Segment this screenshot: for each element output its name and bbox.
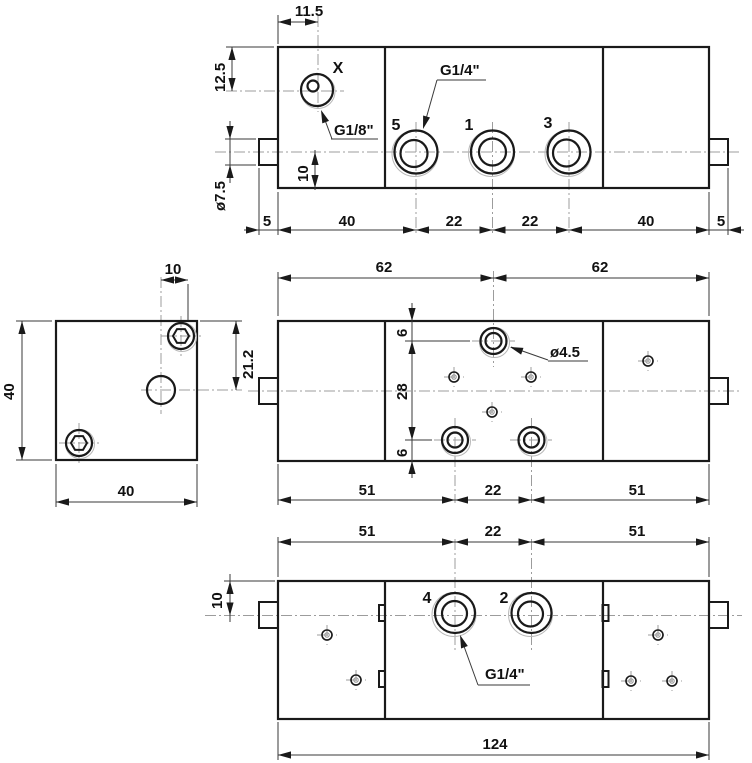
- dim-51-right-bottom-view: 51: [629, 523, 646, 540]
- bottom-right-tab: [708, 601, 729, 629]
- clamp-slots: [378, 604, 610, 688]
- dim-22-a: 22: [446, 213, 463, 230]
- front-right-tab: [708, 138, 729, 166]
- thread-g14-label-front: G1/4": [440, 62, 480, 79]
- front-view-texts: 11.5 12.5 ø7.5 10 5 40 22 22 40 5 X G1/8…: [212, 3, 725, 230]
- bottom-view: 51 22 51 10 4 2 G1/4" 124: [205, 523, 742, 760]
- dim-21-2: 21.2: [240, 350, 257, 379]
- port-5-label: 5: [392, 117, 401, 134]
- dim-6-bottom: 6: [394, 449, 411, 457]
- dim-62-left: 62: [376, 259, 393, 276]
- port-2-label: 2: [500, 590, 509, 607]
- screw-top-right: [166, 321, 197, 352]
- thread-g14-label-bottom: G1/4": [485, 666, 525, 683]
- dim-40-side-left: 40: [1, 383, 18, 400]
- side-view-dimensions: [16, 276, 242, 507]
- dim-28: 28: [394, 383, 411, 400]
- front-view-dimensions: [225, 15, 744, 235]
- port-2: [508, 591, 553, 637]
- dim-22-b: 22: [522, 213, 539, 230]
- port-4: [431, 591, 477, 637]
- port-3: [544, 129, 592, 177]
- top-right-tab: [708, 377, 729, 405]
- port-1-label: 1: [465, 117, 474, 134]
- dim-5-right: 5: [717, 213, 725, 230]
- dim-62-right: 62: [592, 259, 609, 276]
- small-holes-bottom-view: [321, 629, 678, 687]
- top-left-tab: [258, 377, 279, 405]
- dim-10-side: 10: [165, 261, 182, 278]
- small-holes-top-view: [448, 355, 654, 418]
- dim-51-left-bottom-view: 51: [359, 523, 376, 540]
- dim-22-bottom-view: 22: [485, 523, 502, 540]
- front-view: 11.5 12.5 ø7.5 10 5 40 22 22 40 5 X G1/8…: [212, 3, 744, 235]
- bottom-view-centerlines: [205, 539, 742, 691]
- bottom-left-tab: [258, 601, 279, 629]
- dim-51-left-top-view: 51: [359, 482, 376, 499]
- dim-6-top: 6: [394, 329, 411, 337]
- side-body-outline: [54, 319, 199, 462]
- front-view-centerlines: [215, 16, 742, 233]
- side-center-bore: [145, 374, 177, 406]
- dim-dia-7-5: ø7.5: [212, 181, 229, 211]
- dim-5-left: 5: [263, 213, 271, 230]
- port-4-label: 4: [423, 590, 432, 607]
- hole-dia45-top: [479, 326, 510, 358]
- thread-g18-label: G1/8": [334, 122, 374, 139]
- dim-40-side-bottom: 40: [118, 483, 135, 500]
- dim-51-right-top-view: 51: [629, 482, 646, 499]
- dia-4-5-label: ø4.5: [550, 344, 580, 361]
- top-view: 62 62 6 28 6 ø4.5 51 22 51: [248, 259, 742, 505]
- side-view: 10 21.2 40 40: [1, 261, 257, 507]
- side-view-texts: 10 21.2 40 40: [1, 261, 257, 500]
- dim-11-5: 11.5: [295, 3, 323, 20]
- dim-10-front: 10: [295, 165, 312, 182]
- dim-10-bottom-view: 10: [209, 592, 226, 609]
- port-x-label: X: [333, 60, 344, 77]
- dim-40-left: 40: [339, 213, 356, 230]
- front-left-tab: [258, 138, 279, 166]
- bottom-body-outline: [276, 579, 711, 721]
- top-view-dimensions: [277, 272, 710, 505]
- top-view-texts: 62 62 6 28 6 ø4.5 51 22 51: [359, 259, 646, 499]
- top-view-centerlines: [248, 271, 742, 503]
- dim-40-right: 40: [638, 213, 655, 230]
- bottom-view-dimensions: [224, 537, 710, 760]
- port-5: [391, 129, 439, 177]
- hole-bottom-right: [517, 425, 548, 457]
- port-3-label: 3: [544, 115, 553, 132]
- dim-124: 124: [482, 736, 508, 753]
- side-view-centerlines: [59, 277, 242, 463]
- dim-22-top-view: 22: [485, 482, 502, 499]
- front-body-outline: [276, 45, 711, 190]
- port-1: [468, 129, 516, 177]
- port-x: [299, 72, 336, 109]
- screw-bottom-left: [64, 428, 95, 459]
- bottom-view-texts: 51 22 51 10 4 2 G1/4" 124: [209, 523, 645, 753]
- hole-bottom-left: [440, 425, 471, 457]
- dim-12-5: 12.5: [212, 63, 229, 92]
